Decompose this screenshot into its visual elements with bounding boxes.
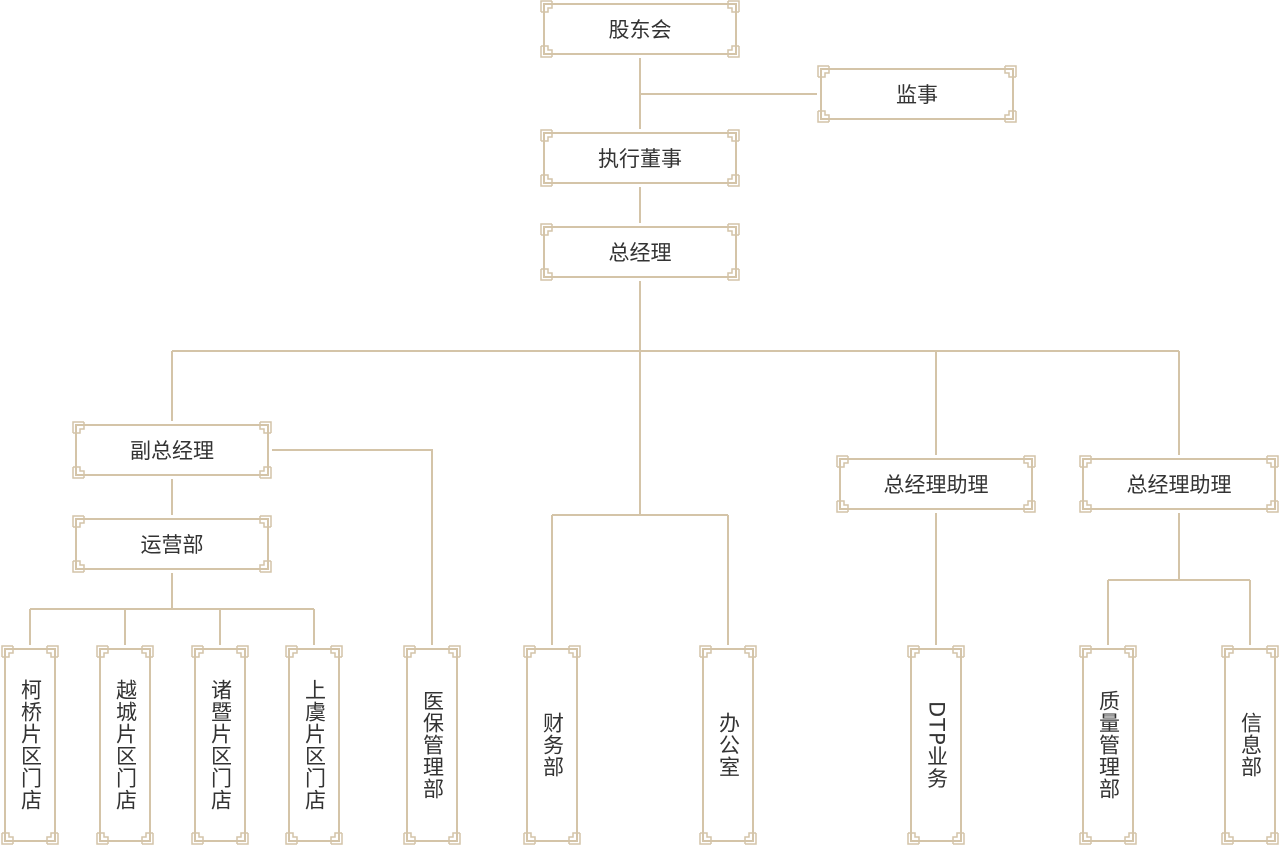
node-label: 执行董事	[598, 147, 682, 171]
node-shareholders: 股东会	[540, 0, 740, 58]
node-label: 总经理	[608, 241, 672, 265]
node-zhuji-stores: 诸暨片区门店	[191, 645, 249, 845]
node-label: 股东会	[608, 18, 672, 42]
node-label: 总经理助理	[1126, 473, 1232, 497]
node-label: 越城片区门店	[113, 679, 138, 811]
node-label: 副总经理	[130, 439, 214, 463]
node-medical-insurance: 医保管理部	[403, 645, 461, 845]
node-dtp: DTP业务	[907, 645, 965, 845]
node-finance: 财务部	[523, 645, 581, 845]
node-supervisor: 监事	[817, 65, 1017, 123]
node-yuecheng-stores: 越城片区门店	[96, 645, 154, 845]
node-office: 办公室	[699, 645, 757, 845]
node-label: 质量管理部	[1096, 690, 1121, 800]
node-label: 监事	[896, 83, 938, 107]
node-operations: 运营部	[72, 515, 272, 573]
node-shangyu-stores: 上虞片区门店	[285, 645, 343, 845]
node-keqiao-stores: 柯桥片区门店	[1, 645, 59, 845]
node-label: 医保管理部	[420, 690, 445, 800]
node-label: 信息部	[1238, 712, 1263, 778]
node-it: 信息部	[1221, 645, 1279, 845]
node-label: 上虞片区门店	[302, 679, 327, 811]
node-label: 财务部	[540, 712, 565, 778]
node-label: DTP业务	[924, 700, 949, 790]
node-label: 总经理助理	[883, 473, 989, 497]
node-label: 柯桥片区门店	[18, 679, 43, 811]
node-label: 办公室	[716, 712, 741, 778]
node-deputy-gm: 副总经理	[72, 421, 272, 479]
node-executive-director: 执行董事	[540, 129, 740, 187]
node-label: 诸暨片区门店	[208, 679, 233, 811]
node-general-manager: 总经理	[540, 223, 740, 281]
node-gm-assistant-1: 总经理助理	[836, 455, 1036, 513]
node-quality: 质量管理部	[1079, 645, 1137, 845]
node-gm-assistant-2: 总经理助理	[1079, 455, 1279, 513]
node-label: 运营部	[140, 533, 204, 557]
